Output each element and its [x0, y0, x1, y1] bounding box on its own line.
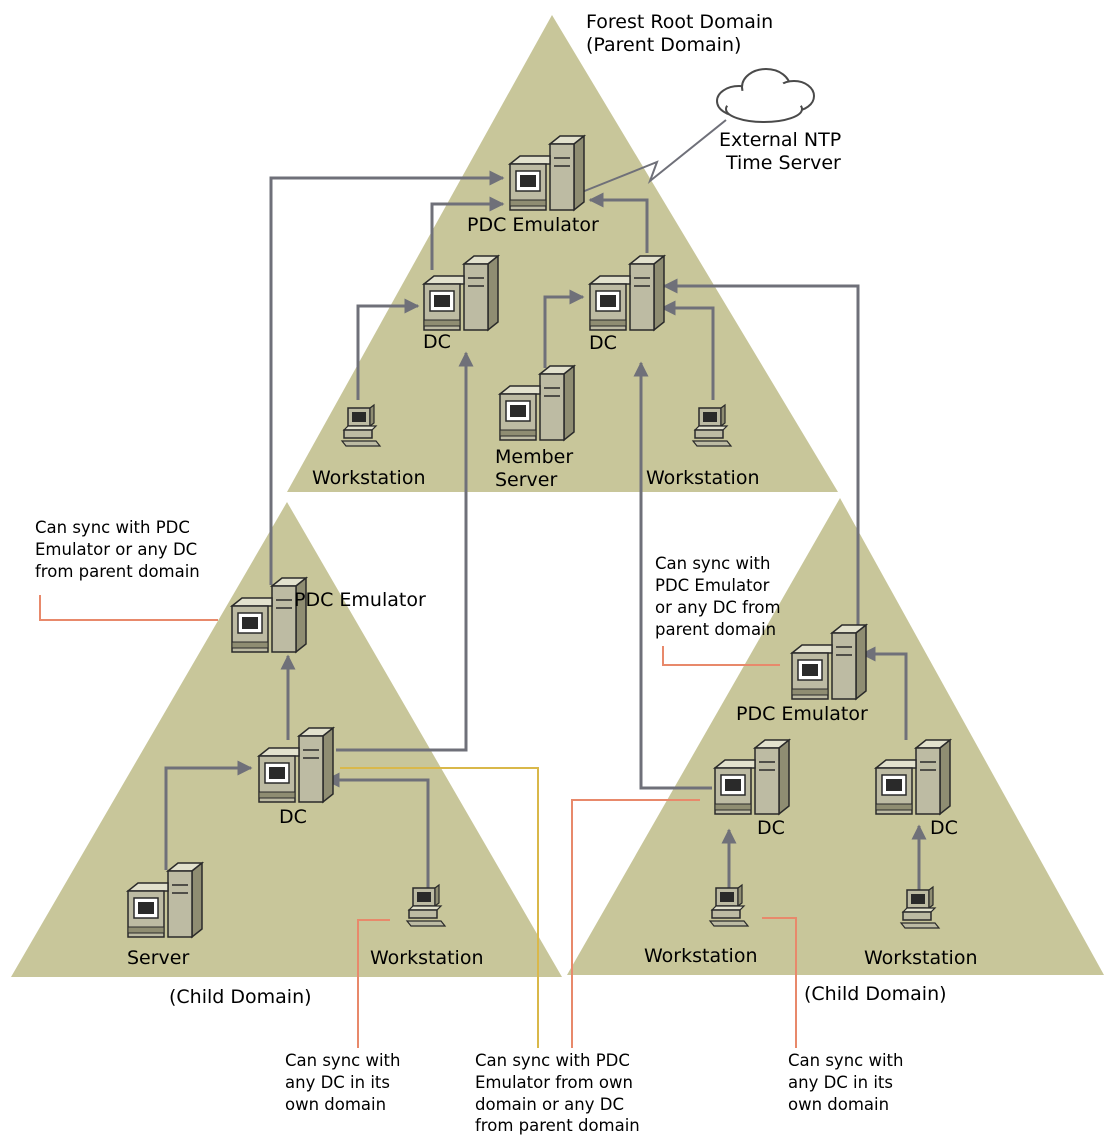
forest-dc-left-label: DC — [423, 331, 451, 353]
note-text-line: domain or any DC — [475, 1095, 624, 1114]
arrow-ws-left-to-dc-left — [356, 298, 420, 400]
left-workstation-label: Workstation — [370, 947, 484, 969]
note-text-line: Emulator or any DC — [35, 540, 197, 559]
note-text-line: Emulator from own — [475, 1073, 633, 1092]
arrow-ws-to-left-dc — [324, 772, 430, 890]
sync-arrows — [164, 170, 927, 890]
arrow-left-dc-to-dc-left — [336, 351, 474, 752]
arrow-member-to-dc-right — [543, 289, 585, 368]
note-line-bottom-left — [357, 919, 390, 1048]
arrow-right-pdc-to-dc-right — [662, 278, 860, 640]
forest-pdc-label: PDC Emulator — [467, 214, 599, 236]
external-ntp-line2: Time Server — [725, 152, 841, 174]
note-text-line: or any DC from — [655, 598, 781, 617]
note-text-line: from parent domain — [35, 562, 200, 581]
note-text-line: Can sync with PDC — [475, 1051, 630, 1070]
note-line-bottom-middle — [571, 799, 700, 1048]
note-bottom-left: Can sync with any DC in its own domain — [285, 1051, 400, 1114]
child-domain-right-triangle — [567, 498, 1104, 975]
note-left-pdc: Can sync with PDC Emulator or any DC fro… — [35, 518, 200, 581]
note-text-line: Can sync with — [655, 554, 770, 573]
forest-title-line1: Forest Root Domain — [586, 11, 773, 33]
left-server-label: Server — [127, 947, 189, 969]
forest-workstation-right-label: Workstation — [646, 467, 760, 489]
note-text-line: Can sync with — [285, 1051, 400, 1070]
right-workstation-left-label: Workstation — [644, 945, 758, 967]
note-text-line: PDC Emulator — [655, 576, 770, 595]
left-pdc-label: PDC Emulator — [294, 589, 426, 611]
note-leader-lines — [39, 595, 797, 1048]
right-pdc-label: PDC Emulator — [736, 703, 868, 725]
right-dc-right-label: DC — [930, 817, 958, 839]
external-ntp-line1: External NTP — [719, 129, 841, 151]
note-text-line: own domain — [788, 1095, 889, 1114]
forest-root-domain-triangle — [287, 15, 838, 492]
left-dc-label: DC — [279, 806, 307, 828]
note-line-right-pdc — [662, 646, 780, 666]
note-bottom-right: Can sync with any DC in its own domain — [788, 1051, 903, 1114]
member-server-line1: Member — [495, 446, 573, 468]
arrow-left-pdc-to-forest-pdc — [269, 170, 505, 585]
forest-dc-right-label: DC — [589, 332, 617, 354]
note-text-line: own domain — [285, 1095, 386, 1114]
note-text-line: from parent domain — [475, 1116, 640, 1135]
arrow-server-to-left-dc — [164, 760, 253, 870]
right-domain-caption: (Child Domain) — [804, 983, 947, 1005]
note-text-line: Can sync with — [788, 1051, 903, 1070]
note-text-line: any DC in its — [788, 1073, 893, 1092]
note-line-bottom-middle-gold — [340, 767, 539, 1048]
note-bottom-middle: Can sync with PDC Emulator from own doma… — [475, 1051, 640, 1135]
arrow-dc-left-to-pdc — [430, 196, 505, 270]
forest-title-line2: (Parent Domain) — [586, 34, 741, 56]
note-line-bottom-right — [762, 917, 797, 1048]
arrow-dc-right-to-pdc — [588, 192, 649, 253]
cloud-icon — [716, 68, 815, 123]
right-dc-left-label: DC — [757, 817, 785, 839]
note-right-pdc: Can sync with PDC Emulator or any DC fro… — [655, 554, 781, 639]
note-text-line: parent domain — [655, 620, 776, 639]
note-text-line: Can sync with PDC — [35, 518, 190, 537]
arrow-dc-r1-to-dc-right — [633, 361, 712, 790]
left-domain-caption: (Child Domain) — [169, 986, 312, 1008]
arrow-ws-right-to-dc-right — [660, 300, 715, 400]
right-workstation-right-label: Workstation — [864, 947, 978, 969]
ntp-link — [571, 119, 727, 197]
forest-workstation-left-label: Workstation — [312, 467, 426, 489]
arrow-dc-r2-to-right-pdc — [860, 646, 908, 740]
member-server-line2: Server — [495, 469, 557, 491]
note-line-left-pdc — [39, 595, 218, 621]
note-text-line: any DC in its — [285, 1073, 390, 1092]
